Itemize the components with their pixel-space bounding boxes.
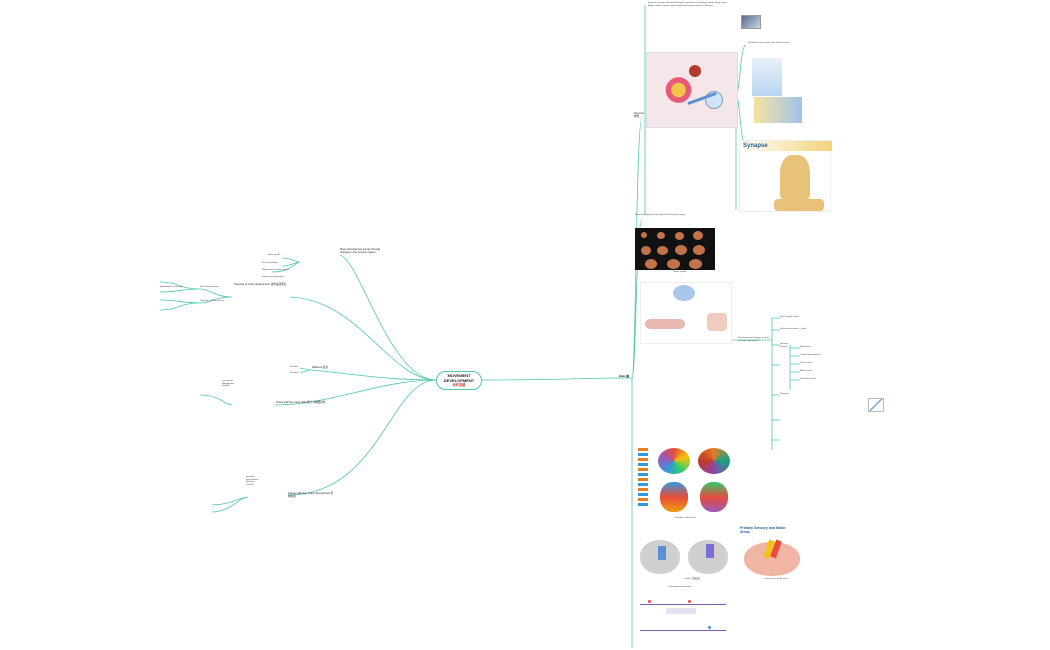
branch-1-sub-3[interactable]: Experience dependent [262,276,284,278]
list-item-8[interactable]: Plasticity [780,393,789,395]
branch-2-sub-2[interactable]: Information processing [160,286,183,288]
list-item-5[interactable]: Visual cortex [800,362,813,364]
branch-2[interactable]: Theories of motor development 动作发展理论 [234,283,287,286]
brain-sketch [673,285,695,301]
edge-brain [631,219,643,379]
list-item-2[interactable]: Synaptic pruning [780,343,789,348]
list-title[interactable]: Developmental changes in brain structure… [738,337,770,342]
synapse-terminal [780,155,810,199]
lobes-legend [638,448,648,508]
axon-image [752,58,782,96]
mini-graph [868,398,884,412]
branch-5[interactable]: Factors affecting motor development 影响因素 [288,492,334,499]
edge-left-2 [289,296,437,381]
list-item-7[interactable]: Prefrontal cortex [800,378,817,380]
brain-grid-caption: Brain growth [673,271,687,273]
neuron-thumbnail [741,15,761,29]
lobes-lateral [658,448,690,474]
postsynaptic [774,199,824,211]
arm-sketch [645,319,685,329]
synapse-card: Synapse [739,140,832,212]
branch-2-sub-0[interactable]: Maturational theory [200,286,219,288]
cortex-caption: Cortex 大脑皮层 [684,578,700,580]
edge-left-3 [309,369,437,381]
branch-1[interactable]: Motor development occurs through changes… [340,248,381,255]
edge-left-5 [287,379,437,496]
timeline-caption: Developmental timeline [668,586,692,588]
synapse-band [740,141,832,151]
root-title-line3: 动作发展 [452,383,466,387]
branch-5-detail: Heredity Environment Nutrition Practice [246,476,259,487]
root-node[interactable]: MOVEMENT DEVELOPMENT 动作发展 [436,371,482,390]
myelin-image [754,97,802,123]
node-right-hub-label: Brain 脑 [619,375,629,378]
branch-3[interactable]: Reflexes 反射 [312,366,328,369]
branch-3-sub-1[interactable]: Postural [290,372,299,374]
hand-sketch [707,313,727,331]
branch-4-detail: Locomotion Manipulation Stability [222,380,235,388]
timeline-figure [636,592,730,646]
node-neurons[interactable]: Neurons 神经 [634,112,646,118]
timeline-axis-top [640,604,726,605]
synapse-title: Synapse [743,143,768,149]
branch-1-sub-2[interactable]: Myelination of motor nerves [262,269,289,271]
edge-root-right [481,377,619,381]
neuron-note-2: Dendrites receive input from other neuro… [748,42,790,44]
timeline-band [666,608,696,614]
neuron-diagram [646,52,738,128]
brain-growth-grid [635,228,715,270]
neuron-note-1: Neurons transmit information through ele… [648,2,727,7]
lobes-bottom [700,482,728,512]
sensory-title: Primary Sensory and Motor Areas [740,526,786,534]
motor-pathway-figure [640,282,732,344]
sensory-motor-figure: Primary Sensory and Motor Areas [738,524,804,578]
node-neurons-label: Neurons 神经 [634,112,644,119]
synapse-detail [689,65,701,77]
brain-note: Brain development from fetal period thro… [635,214,686,216]
edge-left-4 [274,379,437,406]
lobes-medial [698,448,730,474]
root-title-line2: DEVELOPMENT [443,377,475,383]
root-title-line1: MOVEMENT [447,373,471,378]
node-right-hub[interactable]: Brain 脑 [619,375,633,378]
lobes-caption: The lobes of the brain [674,517,696,519]
list-item-3[interactable]: Myelination [800,346,812,348]
branch-3-sub-0[interactable]: Primitive [290,366,299,368]
branch-2-sub-1[interactable]: Dynamic systems theory [200,300,224,302]
lobes-top [660,482,688,512]
list-item-6[interactable]: Motor cortex [800,370,813,372]
list-item-1[interactable]: Neural connections 2 years [780,328,807,330]
branch-1-sub-1[interactable]: Neural pathways [262,262,279,264]
edge-left-1 [339,254,437,381]
timeline-axis-bottom [640,630,726,631]
cortex-left-highlight [658,546,666,560]
motor-caption: motor areas of the brain [764,578,788,580]
list-item-0[interactable]: Brain weight at birth [780,316,800,318]
list-item-4[interactable]: Cortical development [800,354,821,356]
brain-lobes-figure [636,446,734,516]
branch-4[interactable]: Gross and fine motor skills 粗大与精细动作 [276,401,326,404]
cortex-right-highlight [706,544,714,558]
branch-1-sub-0[interactable]: Brain growth [268,254,281,256]
cortex-figure [636,528,732,578]
